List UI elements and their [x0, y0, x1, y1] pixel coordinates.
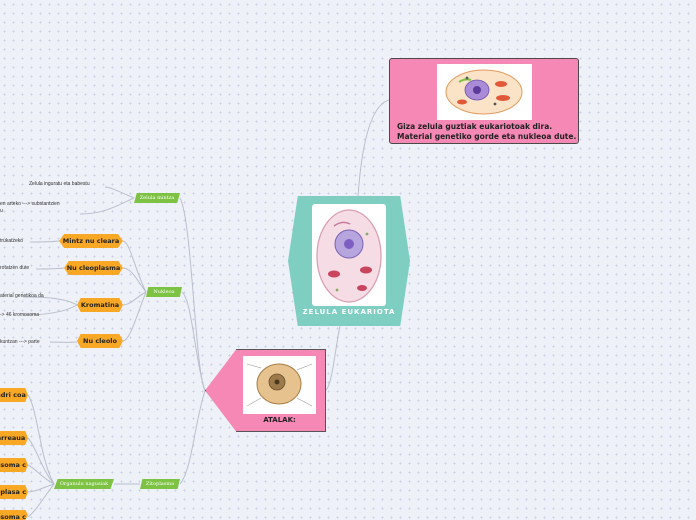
note-mintza-2b: u	[0, 208, 3, 214]
info-text: Giza zelula guztiak eukariotoak dira. Ma…	[397, 122, 577, 141]
note-nuk-3: aterial genetikoa da	[0, 293, 44, 299]
link-org-5	[27, 483, 55, 518]
branch-zitoplasma[interactable]: Zitoplasma	[140, 479, 180, 489]
link-nuk-3	[122, 291, 147, 306]
note-nuk-2: rotatzen dute	[0, 265, 30, 271]
link-zitoplasma	[179, 390, 206, 485]
link-org-4	[27, 483, 55, 493]
atalak-label: ATALAK:	[263, 416, 296, 424]
link-org-1	[27, 394, 55, 485]
link-info-box	[357, 99, 390, 197]
central-label: ZELULA EUKARIOTA	[302, 308, 396, 316]
link-nuk-note1	[29, 240, 60, 243]
link-nuk-note4	[22, 304, 78, 316]
note-mintza-1: Zelula inguratu eta babestu	[29, 181, 90, 187]
atalak-cell-image	[243, 356, 316, 414]
note-nuk-1: trukatzeko	[0, 238, 24, 244]
nukleoa-item-nucleoplasma[interactable]: Nu cleoplasma	[64, 261, 123, 275]
cell-diagram-image	[437, 64, 532, 120]
central-cell-image	[312, 204, 386, 306]
info-box[interactable]: Giza zelula guztiak eukariotoak dira. Ma…	[389, 58, 579, 144]
info-text-line2: Material genetiko gorde eta nukleoa dute…	[397, 131, 577, 141]
link-org-3	[27, 464, 55, 485]
info-text-line1: Giza zelula guztiak eukariotoak dira.	[397, 122, 553, 131]
link-nukleoa	[181, 291, 206, 392]
branch-nukleoa[interactable]: Nukleoa	[146, 287, 182, 297]
link-nuk-4	[122, 291, 147, 342]
note-nuk-5: kuntzan ---> parte	[0, 339, 40, 345]
link-nuk-note3	[22, 296, 78, 306]
link-org-2	[27, 437, 55, 485]
organulu-item-1[interactable]: ndri coa	[0, 388, 28, 402]
branch-zelula-mintza[interactable]: Zelula mintza	[134, 193, 180, 203]
nukleoa-item-nucleolo[interactable]: Nu cleolo	[77, 334, 123, 348]
link-mintza-note1	[104, 186, 135, 199]
organulu-item-4[interactable]: oplasa c	[0, 485, 28, 499]
link-nuk-note2	[35, 267, 65, 270]
note-mintza-2a: en arteko ---> substantzien	[0, 201, 60, 207]
nukleoa-item-mintz-nuclearra[interactable]: Mintz nu cleara	[59, 234, 123, 248]
branch-organulu[interactable]: Organulu nagusiak	[54, 479, 114, 489]
link-nuk-1	[122, 240, 147, 293]
link-atalak	[325, 325, 341, 391]
organulu-item-5[interactable]: osoma c	[0, 510, 28, 520]
organulu-item-3[interactable]: esoma c	[0, 458, 28, 472]
link-nuk-2	[122, 267, 147, 293]
note-nuk-4: -> 46 kromosoma	[0, 312, 40, 318]
nukleoa-item-kromatina[interactable]: Kromatina	[77, 298, 123, 312]
link-mintza-note2	[79, 197, 135, 215]
